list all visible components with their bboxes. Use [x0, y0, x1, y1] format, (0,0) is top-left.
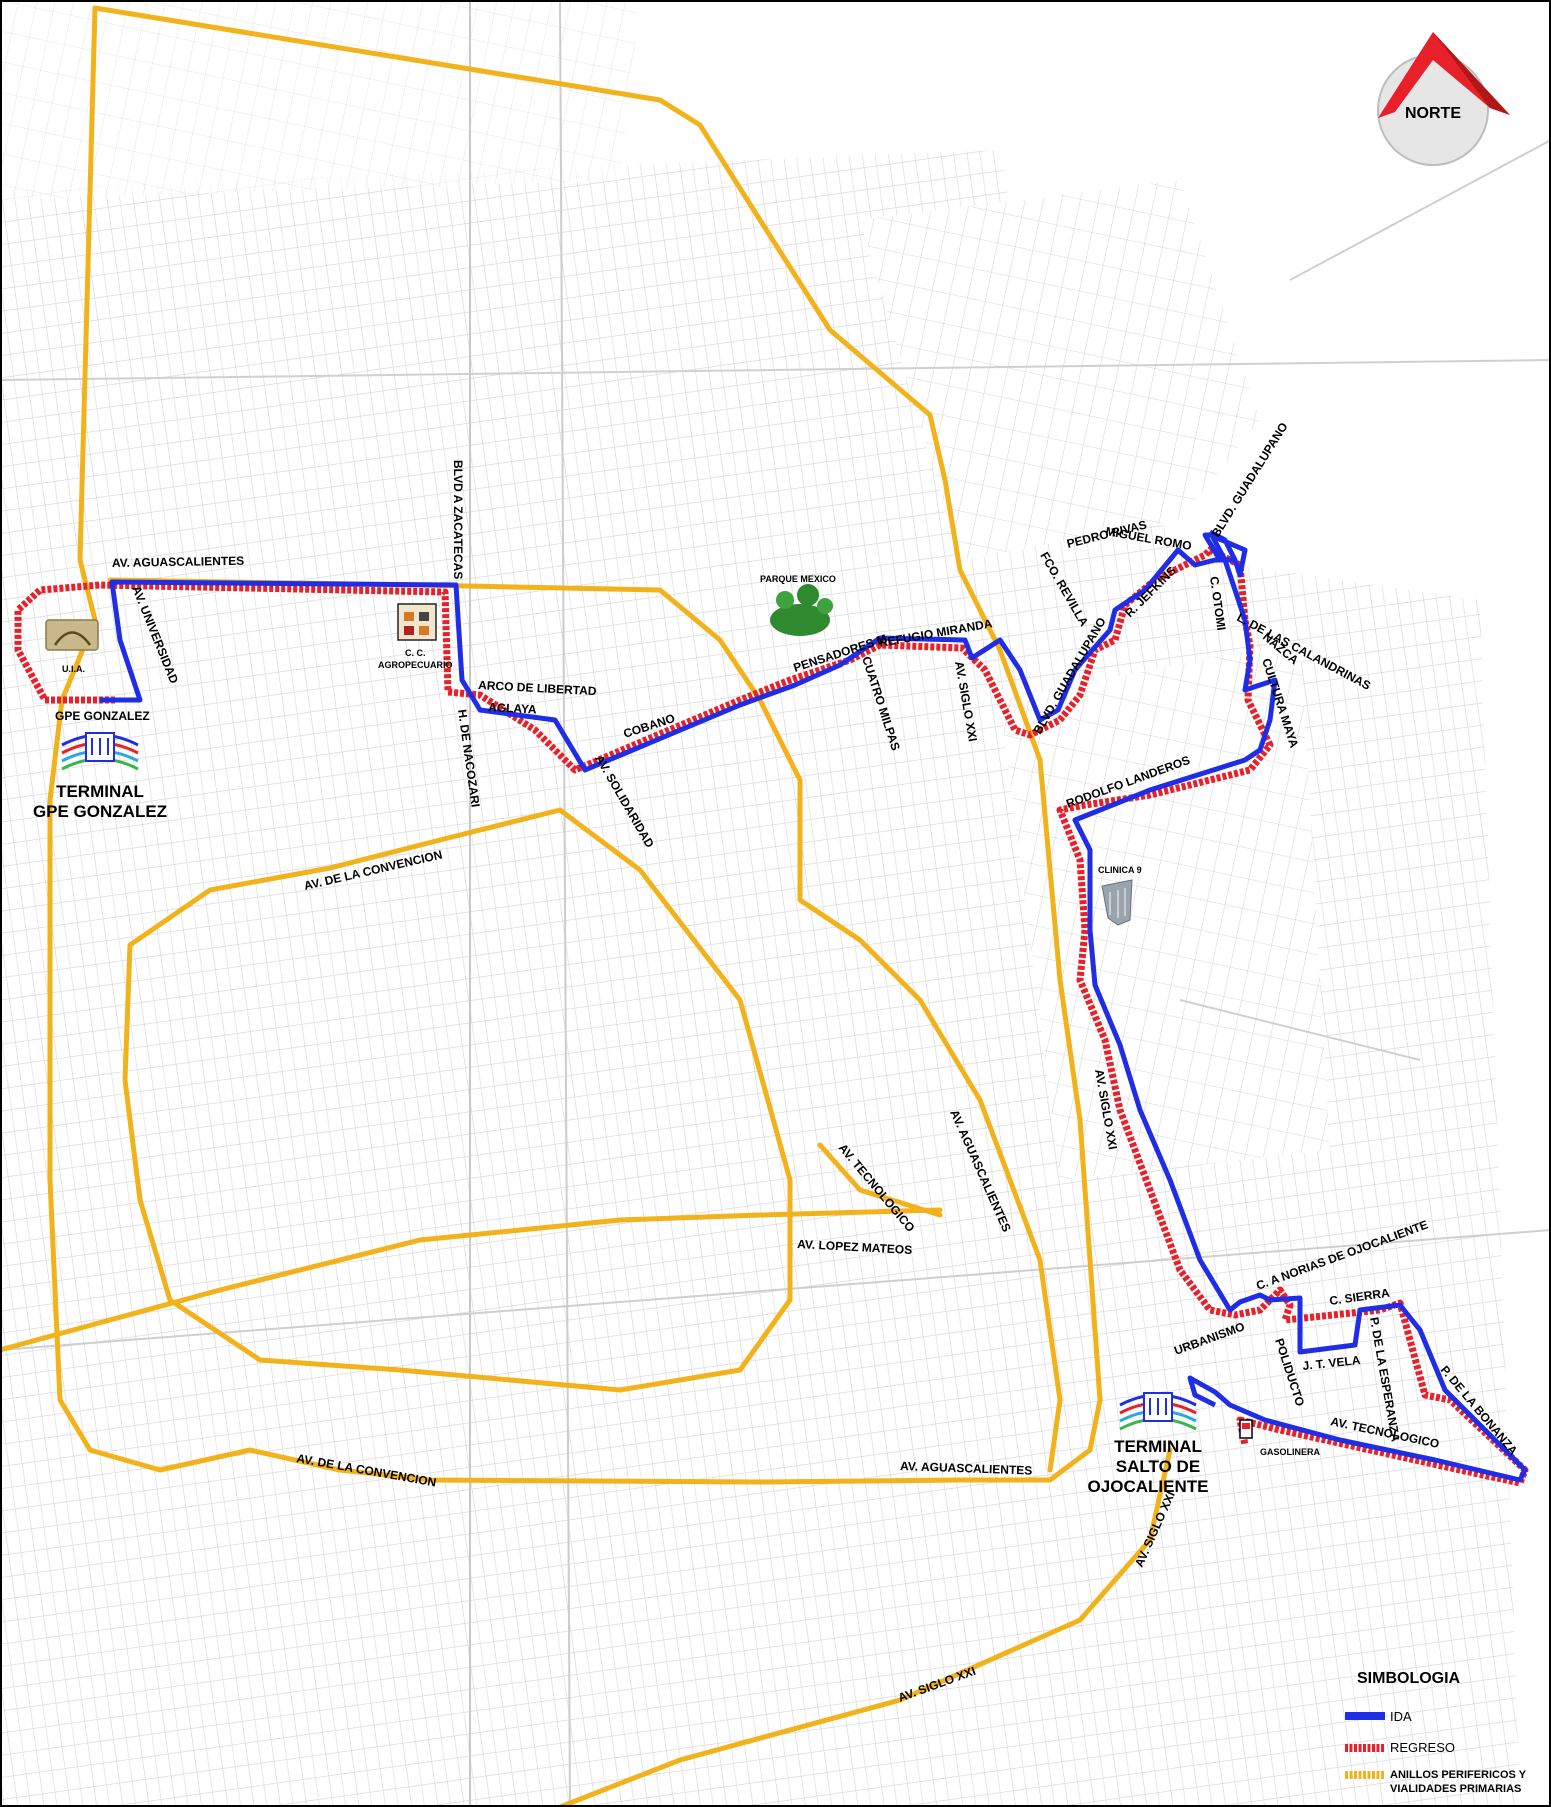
south-road	[557, 1447, 1173, 1807]
label-jt-vela: J. T. VELA	[1302, 1353, 1361, 1373]
north-arrow-icon: NORTE	[1377, 32, 1510, 166]
terminal-east-line3: OJOCALIENTE	[1088, 1477, 1209, 1496]
gas-station-icon	[1239, 1419, 1253, 1439]
legend-regreso-label: REGRESO	[1390, 1740, 1455, 1755]
label-blvd-zacatecas: BLVD A ZACATECAS	[451, 460, 465, 579]
label-park: PARQUE MEXICO	[760, 574, 836, 584]
market-icon	[397, 603, 437, 641]
cross-road	[0, 1207, 943, 1353]
label-aglaya: AGLAYA	[488, 700, 537, 717]
tecnologico-spur	[817, 1142, 943, 1218]
label-av-aguascalientes-north: AV. AGUASCALIENTES	[112, 554, 244, 570]
legend-ida-swatch	[1345, 1712, 1385, 1720]
label-market-line1: C. C.	[405, 648, 426, 658]
legend-ida-label: IDA	[1390, 1709, 1412, 1724]
label-gpe-gonzalez: GPE GONZALEZ	[55, 709, 150, 723]
ida-path	[100, 529, 1528, 1483]
clinic-icon	[1101, 879, 1133, 926]
label-av-lopez-mateos: AV. LOPEZ MATEOS	[797, 1237, 913, 1257]
legend-primary-line2: VIALIDADES PRIMARIAS	[1390, 1783, 1521, 1795]
north-label: NORTE	[1405, 105, 1461, 122]
legend-title: SIMBOLOGIA	[1357, 1670, 1461, 1687]
university-icon	[45, 619, 99, 651]
terminal-west-line2: GPE GONZALEZ	[33, 802, 167, 821]
label-av-aguascalientes-south: AV. AGUASCALIENTES	[900, 1459, 1033, 1478]
legend-primary-line1: ANILLOS PERIFERICOS Y	[1390, 1769, 1527, 1781]
label-arco-libertad: ARCO DE LIBERTAD	[478, 678, 597, 698]
route-ida	[100, 529, 1528, 1483]
terminal-east-line2: SALTO DE	[1116, 1457, 1200, 1476]
label-clinic: CLINICA 9	[1098, 865, 1142, 875]
outer-ring-road	[47, 5, 1103, 1485]
terminal-east-line1: TERMINAL	[1114, 1437, 1202, 1456]
label-gas-station: GASOLINERA	[1260, 1447, 1321, 1457]
park-icon	[770, 584, 833, 636]
label-university: U.I.A.	[62, 664, 85, 674]
primary-roads	[0, 5, 1173, 1807]
middle-ring-road	[107, 577, 1063, 1473]
label-market-line2: AGROPECUARIO	[378, 660, 453, 670]
terminal-icon	[1119, 1392, 1197, 1431]
terminal-icon	[61, 732, 139, 771]
terminal-west-line1: TERMINAL	[56, 782, 144, 801]
legend: SIMBOLOGIA IDA REGRESO ANILLOS PERIFERIC…	[1345, 1670, 1527, 1795]
inner-ring-road	[122, 807, 793, 1393]
